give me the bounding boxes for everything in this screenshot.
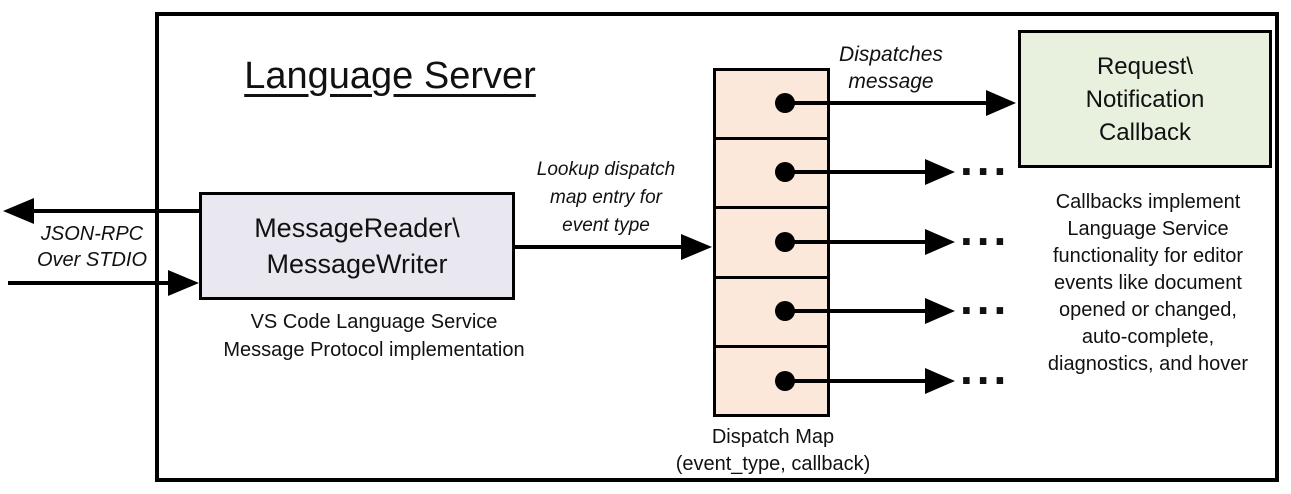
diagram-title: Language Server [244,55,536,97]
callback-box-line3: Callback [1098,118,1192,146]
callbacks-note-line3: functionality for editor [1052,245,1244,267]
language-server-container-box [155,12,1279,482]
lookup-dispatch-label-line1: Lookup dispatch [536,159,676,180]
dispatches-message-label-line1: Dispatches [839,43,943,66]
dispatch-map-cell-1 [716,71,827,137]
dispatch-map-cell-2 [716,137,827,206]
ellipsis-row-5: ... [960,342,1011,394]
callbacks-note-line7: diagnostics, and hover [1047,353,1249,375]
message-reader-writer-line1: MessageReader\ [254,213,460,243]
json-rpc-stdio-label: JSON-RPC Over STDIO [22,221,162,273]
callback-box-line2: Notification [1085,85,1205,113]
message-reader-writer-box: MessageReader\ MessageWriter [199,192,515,300]
dispatch-map-caption-line2: (event_type, callback) [675,453,871,475]
json-rpc-stdio-label-line1: JSON-RPC [40,223,144,245]
dispatch-map-cell-3 [716,206,827,275]
dispatch-map-caption: Dispatch Map (event_type, callback) [655,424,891,478]
callbacks-note-line1: Callbacks implement [1055,191,1241,213]
lookup-dispatch-label-line2: map entry for [550,187,662,208]
message-box-caption-line1: VS Code Language Service [250,311,498,333]
dispatches-message-label: Dispatches message [836,41,946,95]
callbacks-note-line5: opened or changed, [1059,299,1237,321]
lookup-dispatch-label: Lookup dispatch map entry for event type [518,156,694,240]
callback-box-line1: Request\ [1096,52,1194,80]
dispatch-map-caption-line1: Dispatch Map [711,426,835,448]
lookup-dispatch-label-line3: event type [562,215,650,236]
callbacks-note-line6: auto-complete, [1081,326,1215,348]
dispatch-map-cell-5 [716,344,827,414]
callbacks-note: Callbacks implement Language Service fun… [1008,189,1288,378]
ellipsis-row-4: ... [960,272,1011,324]
callbacks-note-line2: Language Service [1067,218,1229,240]
dispatches-message-label-line2: message [848,70,934,93]
dispatch-map-table [713,68,830,417]
request-notification-callback-box: Request\ Notification Callback [1018,30,1272,168]
message-box-caption: VS Code Language Service Message Protoco… [178,308,570,364]
ellipsis-row-3: ... [960,203,1011,255]
dispatch-map-cell-4 [716,275,827,345]
message-box-caption-line2: Message Protocol implementation [223,339,525,361]
callbacks-note-line4: events like document [1054,272,1242,294]
ellipsis-row-2: ... [960,133,1011,185]
message-reader-writer-line2: MessageWriter [266,249,448,279]
json-rpc-stdio-label-line2: Over STDIO [36,249,147,271]
